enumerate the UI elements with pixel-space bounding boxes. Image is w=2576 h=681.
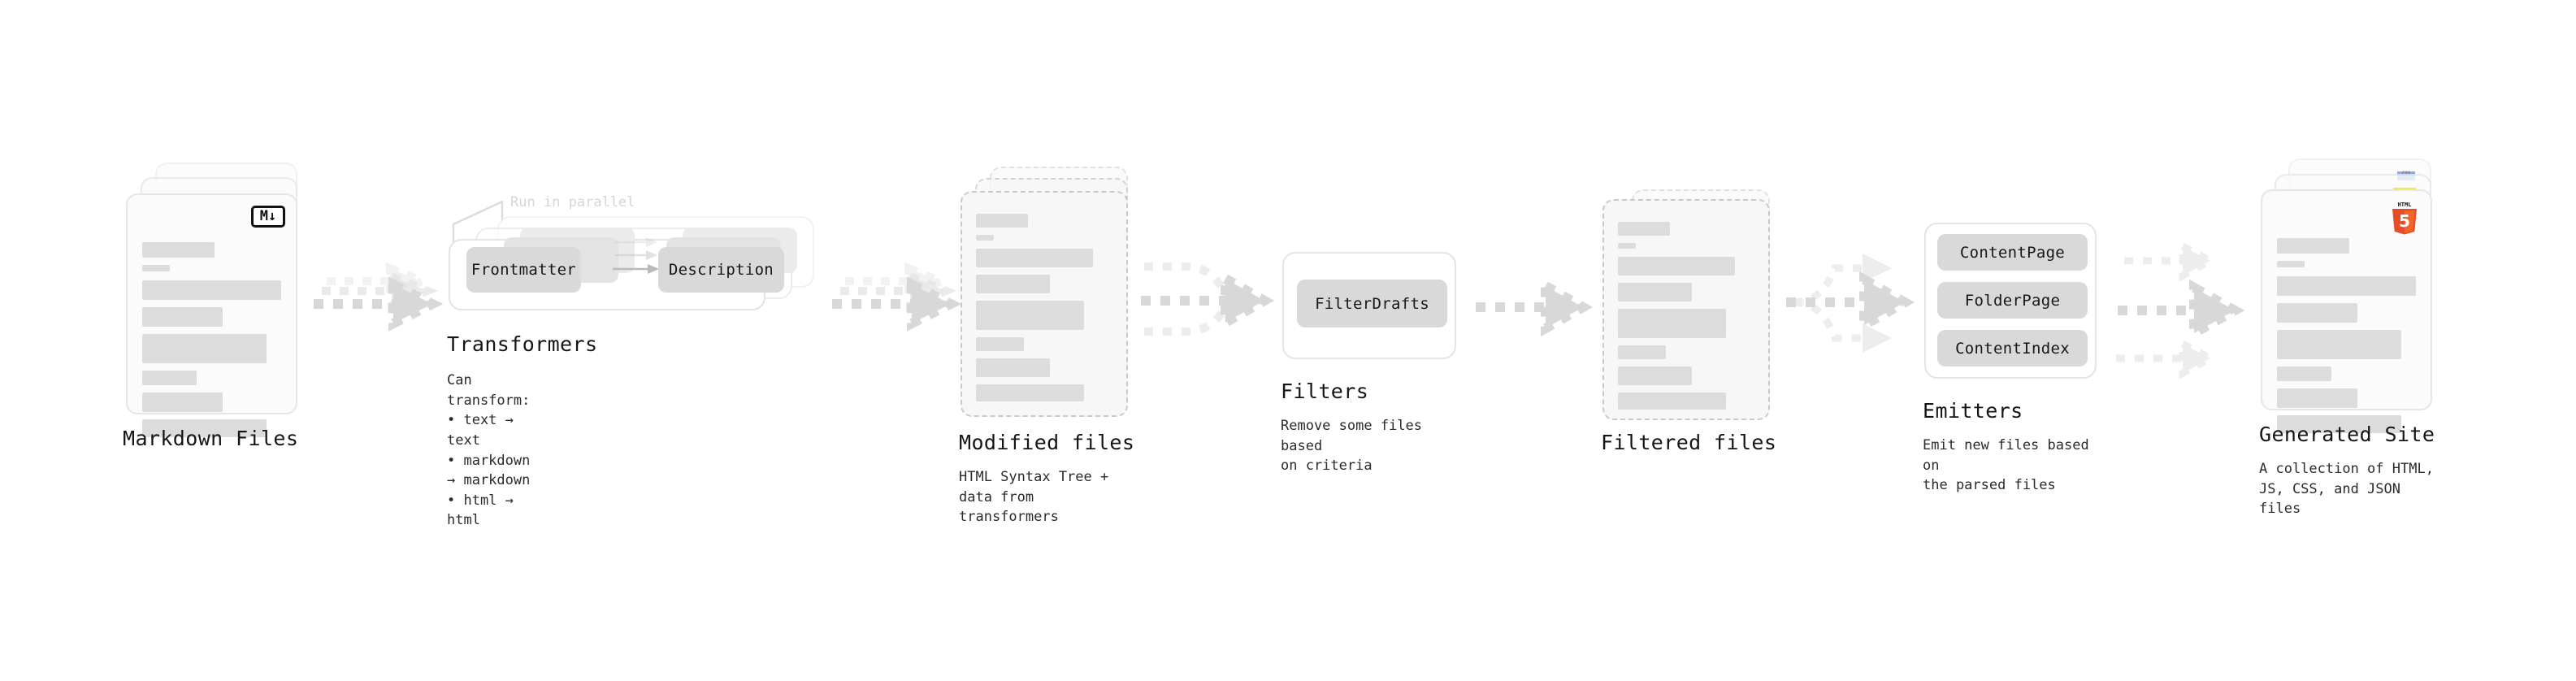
content-line — [976, 249, 1094, 267]
chip-frontmatter[interactable]: Frontmatter — [466, 247, 581, 293]
stage-subtitle-modified-files: HTML Syntax Tree + data from transformer… — [959, 469, 1109, 526]
file-card-front — [961, 191, 1128, 417]
content-line — [2276, 367, 2331, 381]
markdown-icon: M↓ — [251, 206, 285, 228]
file-card-front — [1602, 199, 1770, 420]
stage-subtitle-generated-site: A collection of HTML, JS, CSS, and JSON … — [2259, 461, 2434, 518]
stage-filters: FilterDrafts Filters Remove some files b… — [1281, 252, 1456, 474]
content-line — [976, 235, 994, 241]
content-line — [976, 275, 1050, 293]
chip-contentindex[interactable]: ContentIndex — [1937, 330, 2088, 367]
content-line — [141, 242, 215, 258]
content-line — [2276, 261, 2305, 267]
filtered-file-stack — [1602, 189, 1777, 425]
chip-filterdrafts[interactable]: FilterDrafts — [1297, 280, 1447, 327]
arrow-filtered-to-emitters — [1785, 236, 1927, 370]
emitters-group: ContentPage FolderPage ContentIndex — [1924, 223, 2097, 379]
content-line — [141, 334, 267, 363]
svg-text:HTML: HTML — [2398, 202, 2412, 208]
file-card-front: M↓ — [126, 193, 297, 437]
stage-emitters: ContentPage FolderPage ContentIndex Emit… — [1923, 223, 2097, 493]
stage-generated-site: CSS HTML 5 — [2259, 158, 2435, 517]
content-line — [1618, 222, 1670, 236]
stage-subtitle-filters: Remove some files based on criteria — [1281, 418, 1422, 475]
css-icon-label: CSS — [2402, 171, 2411, 176]
run-in-parallel-bracket — [452, 200, 504, 247]
stage-subtitle-transformers: Can transform: • text → text • markdown … — [447, 372, 531, 529]
content-line — [1618, 257, 1736, 275]
content-line — [976, 384, 1084, 401]
arrow-modified-to-filters — [1138, 252, 1292, 358]
stage-title-filters: Filters — [1281, 380, 1369, 403]
content-line — [1618, 283, 1692, 301]
content-line — [1618, 243, 1636, 249]
filters-group: FilterDrafts — [1282, 252, 1456, 359]
content-line — [976, 337, 1024, 351]
content-line — [2276, 276, 2417, 296]
content-line — [1618, 367, 1692, 385]
content-line — [141, 371, 197, 385]
chip-contentpage[interactable]: ContentPage — [1937, 234, 2088, 271]
html5-icon: HTML 5 — [2390, 201, 2419, 235]
stage-filtered-files: Filtered files — [1601, 189, 1777, 454]
arrow-emitters-to-site — [2113, 234, 2255, 380]
stage-title-generated-site: Generated Site — [2259, 423, 2435, 446]
chip-folderpage[interactable]: FolderPage — [1937, 282, 2088, 319]
generated-file-stack: CSS HTML 5 — [2261, 158, 2435, 433]
stage-title-markdown-files: Markdown Files — [123, 427, 299, 450]
content-line — [976, 301, 1084, 330]
content-line — [2276, 388, 2358, 408]
content-line — [141, 393, 223, 412]
stage-markdown-files: M↓ Markdown Files — [123, 163, 301, 450]
stage-title-emitters: Emitters — [1923, 399, 2023, 423]
content-line — [141, 280, 282, 300]
content-line — [2276, 415, 2401, 433]
stage-modified-files: Modified files HTML Syntax Tree + data f… — [959, 167, 1135, 525]
svg-text:5: 5 — [2399, 211, 2410, 231]
content-line — [141, 419, 267, 437]
arrow-filters-to-filtered — [1472, 277, 1602, 337]
content-line — [2276, 330, 2401, 359]
stage-title-modified-files: Modified files — [959, 431, 1135, 454]
stage-title-filtered-files: Filtered files — [1601, 431, 1777, 454]
modified-file-stack — [961, 167, 1135, 427]
file-card-front: HTML 5 — [2261, 189, 2432, 433]
arrow-transformers-to-modified — [827, 262, 965, 341]
content-line — [2276, 238, 2349, 254]
content-line — [2276, 303, 2358, 323]
stage-subtitle-emitters: Emit new files based on the parsed files — [1923, 437, 2089, 494]
markdown-file-stack: M↓ — [126, 163, 301, 437]
chip-description[interactable]: Description — [658, 247, 784, 293]
content-line — [1618, 393, 1726, 410]
content-line — [976, 214, 1028, 228]
arrow-markdown-to-transformers — [309, 262, 447, 341]
stage-title-transformers: Transformers — [447, 332, 598, 356]
content-line — [1618, 345, 1666, 359]
run-in-parallel-label: Run in parallel — [510, 194, 635, 210]
content-line — [141, 265, 170, 271]
content-line — [976, 358, 1050, 377]
transformer-inner-arrows — [612, 237, 659, 274]
content-line — [1618, 309, 1726, 338]
content-line — [141, 307, 223, 327]
